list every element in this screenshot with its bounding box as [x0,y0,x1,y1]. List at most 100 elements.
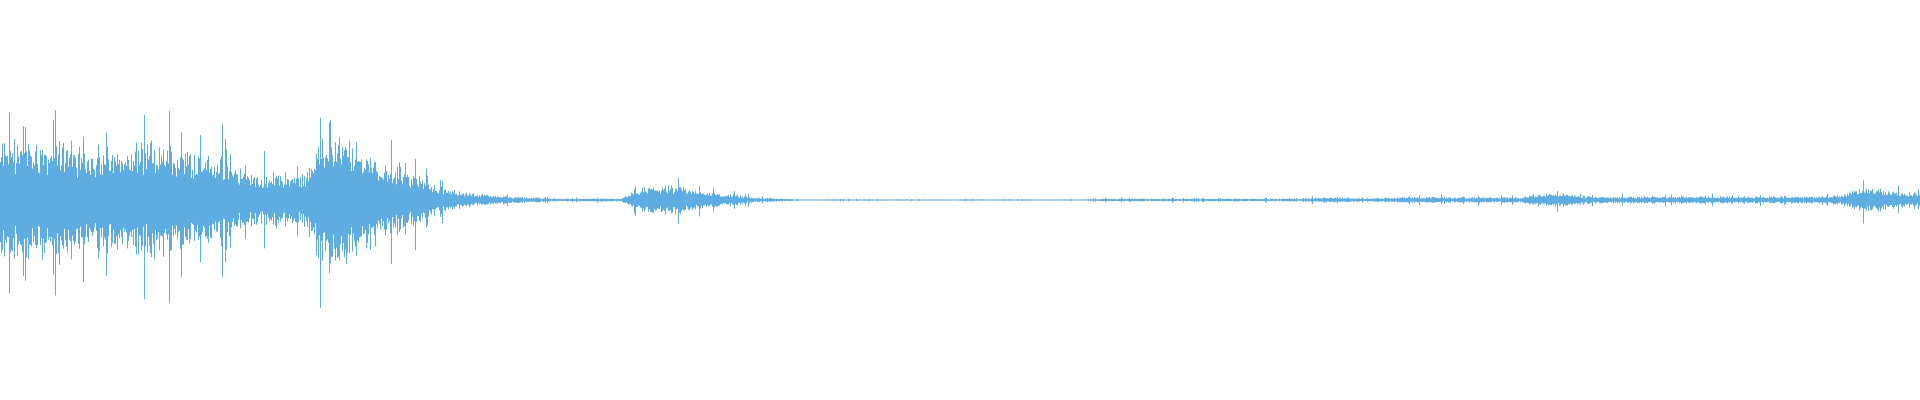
waveform-bar [884,199,885,201]
waveform-bar [758,198,759,202]
waveform-bar [992,199,993,201]
waveform-bar [1131,198,1132,202]
waveform-bar [163,149,164,257]
waveform-bar [1205,199,1206,201]
waveform-bar [866,199,867,201]
waveform-bar [1622,193,1623,206]
waveform-bar [334,161,335,250]
waveform-bar [64,172,65,229]
waveform-bar [687,193,688,208]
waveform-bar [487,194,488,205]
waveform-bar [1812,196,1813,204]
waveform-bar [1698,197,1699,203]
waveform-bar [1405,198,1406,202]
waveform-bar [1863,180,1864,224]
waveform-bar [1048,199,1049,201]
waveform-bar [778,199,779,202]
waveform-bar [58,154,59,254]
waveform-bar [181,132,182,278]
waveform-bar [1347,198,1348,203]
waveform-bar [1682,196,1683,203]
waveform-bar [802,199,803,201]
waveform-bar [383,179,384,222]
waveform-bar [1467,198,1468,202]
waveform-bar [578,199,579,201]
waveform-bar [1245,198,1246,202]
waveform-bar [259,186,260,215]
waveform-bar [1712,193,1713,207]
waveform-bar [382,177,383,227]
waveform-bar [1516,198,1517,203]
waveform-bar [434,184,435,216]
waveform-bar [172,174,173,226]
waveform-bar [195,175,196,231]
waveform-bar [144,114,145,300]
waveform-bar [1335,197,1336,202]
waveform-bar [481,194,482,205]
waveform-bar [892,199,893,201]
waveform-bar [949,199,950,201]
waveform-bar [324,167,325,233]
waveform-bar [1605,197,1606,203]
waveform-bar [1431,197,1432,203]
waveform-bar [1298,199,1299,201]
waveform-bar [1030,199,1031,201]
waveform-bar [1747,197,1748,203]
waveform-bar [1468,198,1469,202]
waveform-bar [1916,195,1917,205]
waveform-bar [1666,198,1667,203]
waveform-bar [1901,193,1902,207]
waveform-bar [734,190,735,209]
waveform-bar [529,198,530,202]
waveform-bar [1437,197,1438,203]
waveform-bar [660,193,661,207]
waveform-bar [738,197,739,203]
waveform-bar [321,158,322,241]
waveform-bar [231,172,232,228]
waveform-bar [1914,192,1915,209]
waveform-bar [637,193,638,207]
waveform-bar [1411,198,1412,202]
waveform-bar [1706,198,1707,202]
waveform-bar [832,199,833,201]
waveform-bar [1232,199,1233,201]
waveform-bar [1118,199,1119,202]
waveform-bar [977,199,978,201]
waveform-bar [5,155,6,240]
waveform-bar [1859,189,1860,211]
waveform-bar [1309,198,1310,202]
waveform-bar [133,160,134,246]
waveform-bar [1080,199,1081,201]
waveform-bar [1850,192,1851,207]
waveform-bar [1659,197,1660,203]
waveform-bar [759,197,760,203]
waveform-bar [238,182,239,220]
waveform-bar [7,155,8,237]
waveform-bar [376,170,377,224]
waveform-bar [132,171,133,230]
waveform-bar [189,156,190,244]
waveform-bar [1898,185,1899,213]
waveform-bar [657,190,658,209]
waveform-bar [105,164,106,240]
waveform-bar [1024,199,1025,201]
waveform-bar [452,190,453,210]
waveform-bar [496,197,497,204]
waveform-bar [1297,199,1298,201]
waveform-bar [1078,199,1079,201]
waveform-bar [972,199,973,202]
waveform-bar [625,195,626,204]
waveform-bar [1430,198,1431,202]
waveform-bar [933,199,934,201]
waveform-bar [1134,198,1135,202]
waveform-bar [861,199,862,201]
waveform-bar [1772,197,1773,203]
waveform-bar [1135,198,1136,202]
waveform-bar [795,199,796,201]
waveform-bar [968,199,969,201]
waveform-bar [987,199,988,201]
waveform-bar [1323,197,1324,203]
waveform-bar [1868,189,1869,211]
waveform-bar [1882,194,1883,207]
waveform-bar [830,199,831,201]
